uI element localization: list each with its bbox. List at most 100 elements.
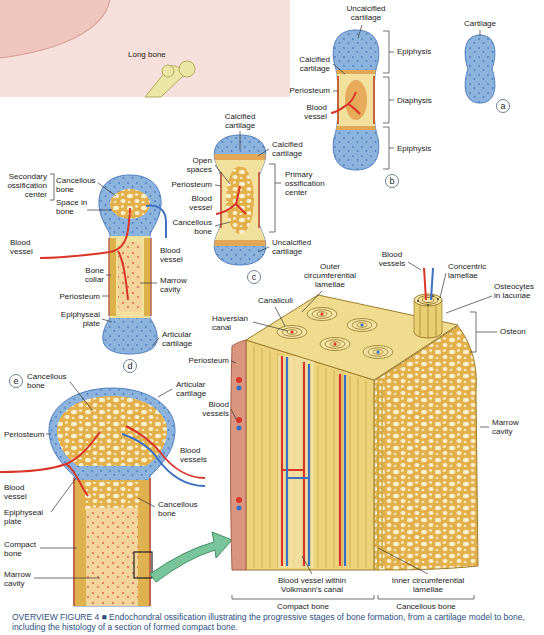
part-label: Cancellous bone	[158, 500, 198, 518]
osteon-ring	[373, 350, 383, 354]
osteon-lamellae	[414, 300, 442, 338]
blood-vessel	[424, 268, 426, 300]
part-label: Secondary ossification center	[7, 172, 47, 199]
part-label: Blood vessels	[379, 250, 406, 268]
calcified-zone	[330, 70, 384, 130]
osteon-ring	[414, 294, 442, 306]
stage-b-bone	[330, 30, 384, 170]
femur-head	[179, 61, 195, 77]
calcified-edge	[212, 240, 268, 246]
cancellous-bone	[84, 482, 140, 510]
part-label: Calcified cartilage	[299, 55, 330, 73]
cancellous-bone	[57, 396, 167, 466]
haversian-canal	[376, 350, 379, 353]
periosteum	[74, 478, 150, 606]
leader-line	[231, 262, 492, 574]
part-label: Articular cartilage	[162, 330, 192, 348]
blood-vessel	[216, 186, 246, 214]
osteon	[363, 346, 393, 359]
part-label: Concentric lamellae	[448, 262, 486, 280]
bone-shaft	[98, 236, 162, 318]
part-label: Blood vessel	[189, 194, 212, 212]
part-label: Haversian canal	[212, 314, 248, 332]
osteocyte	[417, 300, 419, 302]
cancellous-bone	[226, 166, 254, 234]
stage-letter: a	[500, 102, 505, 111]
part-label: Blood vessel	[304, 103, 327, 121]
periosteal-vessel	[236, 377, 242, 383]
part-label: Periosteum	[189, 356, 229, 365]
part-label: Marrow cavity	[160, 276, 187, 294]
haversian-vessel	[282, 356, 340, 566]
part-label: Blood vessel	[10, 238, 33, 256]
part-label: Uncalcified cartilage	[346, 4, 385, 22]
part-label: Long bone	[128, 50, 166, 59]
bone-collar	[144, 238, 150, 316]
part-label: Calcified cartilage	[272, 140, 303, 158]
part-label: Canaliculi	[258, 296, 293, 305]
part-label: Inner circumferential lamellae	[383, 576, 473, 594]
part-label: Marrow cavity	[492, 418, 519, 436]
osteon-ring	[277, 326, 307, 339]
periosteum	[221, 172, 259, 228]
periosteal-vessel	[236, 417, 242, 423]
periosteal-vessel	[237, 386, 242, 391]
lamellae-lines	[254, 346, 366, 568]
leader-line	[480, 30, 481, 36]
femur-trochanter	[162, 65, 174, 77]
stage-letter-circle: d	[123, 359, 137, 373]
marrow-cavity	[118, 242, 142, 312]
part-label: Blood vessel within Volkmann's canal	[269, 576, 355, 594]
part-label: Space in bone	[56, 198, 92, 216]
osteon-ring	[330, 342, 340, 346]
osteon-ring	[368, 348, 388, 357]
bracket	[383, 31, 394, 169]
periosteal-vessel	[236, 497, 242, 503]
part-label: Uncalcified cartilage	[272, 238, 311, 256]
part-label: Epiphyseal plate	[4, 508, 43, 526]
blood-vessel	[331, 92, 360, 114]
figure-caption: OVERVIEW FIGURE 4 ■ Endochondral ossific…	[12, 612, 532, 632]
section-box	[134, 552, 152, 578]
osteon-ring	[418, 296, 438, 305]
stage-letter: d	[127, 362, 132, 371]
body-outline	[0, 0, 110, 58]
part-label: Epiphyseal plate	[61, 310, 100, 328]
blood-vessel	[146, 206, 166, 238]
inner-lamellae	[378, 384, 382, 568]
part-label: Epiphysis	[397, 47, 431, 56]
osteon-ring	[325, 340, 345, 349]
osteon-ring	[320, 338, 350, 351]
leader-lines	[34, 25, 497, 599]
calcified-core	[345, 80, 367, 120]
zoom-arrow	[150, 532, 232, 582]
calcified-edge	[330, 126, 384, 130]
stage-e-bone	[0, 388, 232, 610]
part-label: Blood vessel	[160, 246, 183, 264]
osteon-ring	[357, 323, 367, 327]
bone-outline	[99, 175, 161, 354]
part-label: Cancellous bone	[396, 602, 456, 611]
osteon-ring	[312, 310, 332, 319]
part-label: Compact bone	[277, 602, 329, 611]
part-label: Articular cartilage	[176, 380, 206, 398]
osteon-ring	[352, 321, 372, 330]
stage-letter-circle: c	[247, 270, 261, 284]
skin-shade	[0, 0, 110, 58]
part-label: Blood vessel	[4, 483, 27, 501]
part-label: Blood vessels	[180, 446, 207, 464]
stage-letter-circle: e	[9, 374, 23, 388]
part-label: Bone collar	[85, 266, 104, 284]
osteon-ring	[317, 312, 327, 316]
part-label: Osteon	[500, 327, 526, 336]
part-label: Cancellous bone	[172, 218, 212, 236]
periosteal-vessel	[237, 426, 242, 431]
part-label: Periosteum	[290, 86, 330, 95]
part-label: Cancellous bone	[56, 176, 96, 194]
part-label: Cartilage	[464, 19, 496, 28]
leader-line	[34, 382, 172, 578]
leader-line	[215, 131, 269, 252]
femur-shaft	[145, 66, 183, 97]
